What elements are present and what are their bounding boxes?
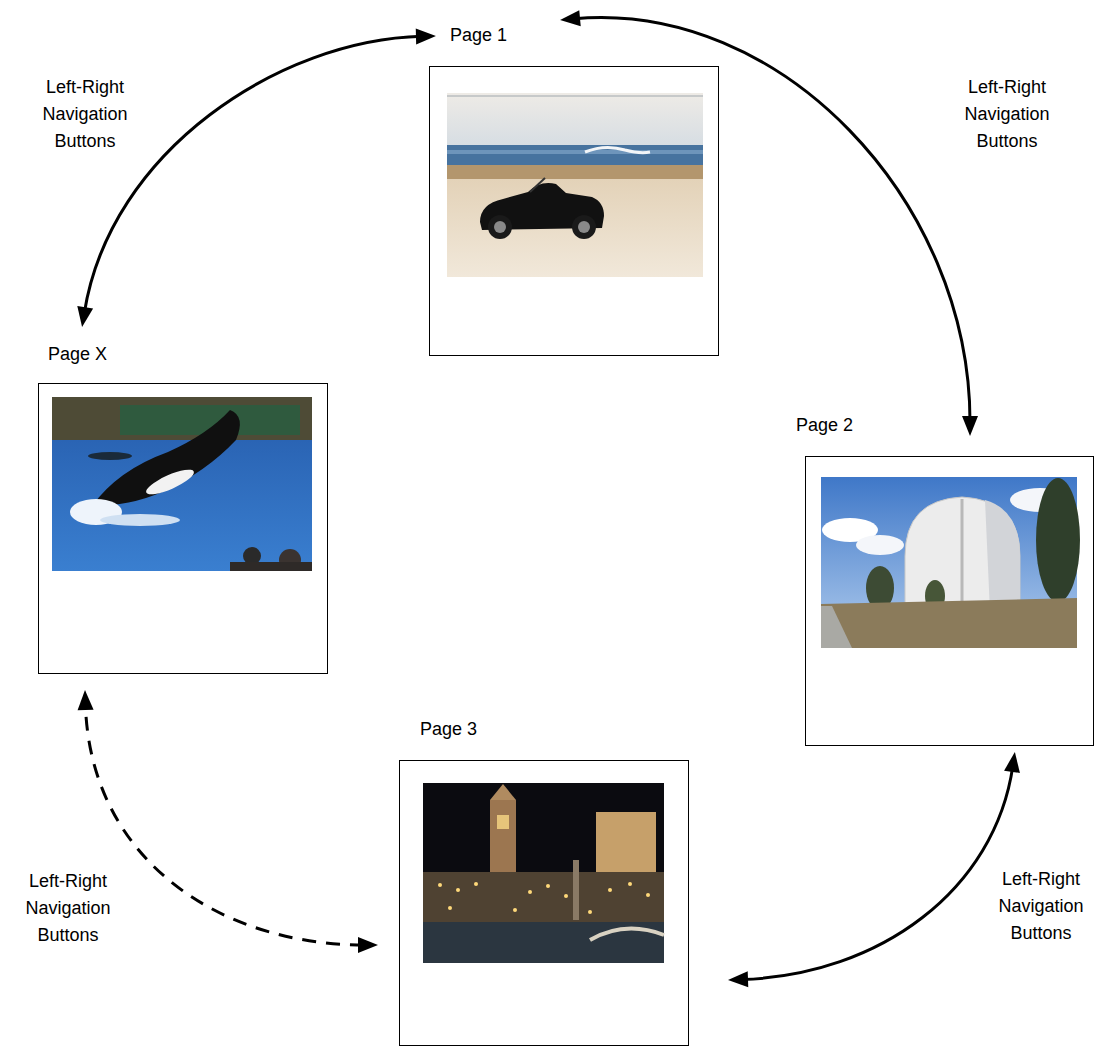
splash bbox=[100, 514, 180, 526]
sea-band bbox=[447, 150, 703, 154]
page-frame bbox=[805, 456, 1094, 746]
page-node: Page X bbox=[38, 343, 328, 675]
wheel bbox=[572, 215, 596, 239]
dome-shade bbox=[985, 500, 1020, 612]
tower-window bbox=[497, 815, 509, 829]
lights bbox=[438, 882, 650, 914]
arrowhead bbox=[560, 10, 581, 26]
light bbox=[448, 906, 452, 910]
car-photo bbox=[447, 93, 703, 277]
navigation-arrow bbox=[85, 704, 364, 945]
page-node: Page 3 bbox=[399, 718, 689, 1046]
page-title: Page 3 bbox=[420, 718, 477, 740]
orca bbox=[92, 410, 240, 506]
page-frame bbox=[399, 760, 689, 1046]
arrowhead bbox=[416, 29, 436, 45]
arrowhead bbox=[77, 306, 93, 327]
page-frame bbox=[429, 66, 719, 356]
light bbox=[456, 888, 460, 892]
rim bbox=[578, 221, 590, 233]
rim bbox=[494, 221, 506, 233]
page-node: Page 1 bbox=[429, 24, 719, 356]
arrowhead bbox=[728, 971, 748, 987]
building bbox=[423, 872, 664, 922]
wheel bbox=[488, 215, 512, 239]
shore bbox=[447, 165, 703, 179]
light bbox=[546, 884, 550, 888]
water bbox=[423, 922, 664, 963]
page-title: Page 2 bbox=[796, 414, 853, 436]
dome bbox=[905, 497, 1020, 612]
stadium bbox=[52, 397, 312, 443]
light bbox=[438, 883, 442, 887]
orca-photo bbox=[52, 397, 312, 571]
edge-label: Left-Right Navigation Buttons bbox=[30, 74, 140, 155]
light bbox=[513, 908, 517, 912]
page-node: Page 2 bbox=[796, 414, 1095, 746]
orca-swimming bbox=[88, 452, 132, 460]
light bbox=[474, 882, 478, 886]
navigation-arrow bbox=[742, 766, 1013, 980]
spectators bbox=[230, 562, 312, 571]
observatory-photo bbox=[821, 477, 1080, 648]
orca-belly bbox=[143, 465, 196, 499]
night-city-photo bbox=[423, 783, 664, 963]
light bbox=[628, 882, 632, 886]
cloud bbox=[856, 535, 904, 555]
light bbox=[564, 894, 568, 898]
arrowhead bbox=[358, 937, 378, 953]
arrowhead bbox=[962, 416, 978, 436]
arrowhead bbox=[78, 690, 94, 710]
edge-label: Left-Right Navigation Buttons bbox=[16, 868, 120, 949]
sea bbox=[447, 145, 703, 167]
ground bbox=[821, 598, 1077, 648]
navigation-arrow bbox=[574, 18, 970, 422]
light bbox=[646, 893, 650, 897]
edge-label: Left-Right Navigation Buttons bbox=[952, 74, 1062, 155]
column bbox=[573, 860, 579, 920]
sky bbox=[447, 93, 703, 147]
bridge bbox=[590, 929, 664, 940]
dome-slit bbox=[961, 499, 964, 612]
page-frame bbox=[38, 383, 328, 674]
path bbox=[821, 606, 852, 648]
sand bbox=[447, 179, 703, 277]
edge-label: Left-Right Navigation Buttons bbox=[991, 866, 1091, 947]
page-title: Page X bbox=[48, 343, 107, 365]
night-sky bbox=[423, 783, 664, 963]
light bbox=[608, 888, 612, 892]
spire bbox=[490, 784, 516, 800]
tree bbox=[1036, 478, 1080, 602]
page-title: Page 1 bbox=[450, 24, 507, 46]
light bbox=[528, 890, 532, 894]
windshield bbox=[530, 178, 545, 192]
wave bbox=[585, 147, 650, 152]
photo-edge bbox=[447, 96, 703, 97]
light bbox=[588, 910, 592, 914]
arrowhead bbox=[1004, 752, 1020, 773]
